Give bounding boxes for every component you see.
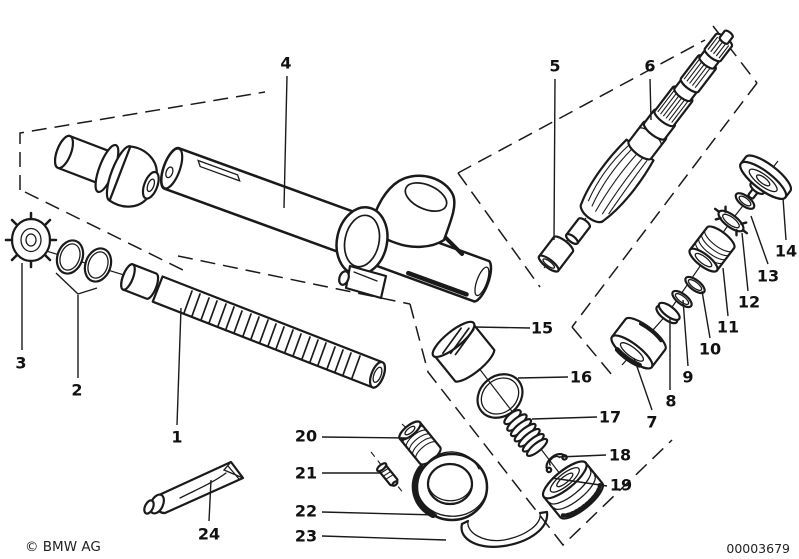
- callout-21: 21: [295, 464, 317, 483]
- o-ring-pair: [55, 239, 113, 283]
- callout-5: 5: [549, 57, 560, 76]
- callout-leader-12: [741, 232, 749, 292]
- steering-rack: [120, 263, 387, 389]
- callout-8: 8: [665, 392, 676, 411]
- callout-leader-14: [782, 197, 787, 241]
- adjusting-nut: [4, 211, 58, 269]
- callout-leader-5: [553, 78, 556, 241]
- callout-leader-7: [633, 357, 653, 411]
- callout-leader-18: [558, 454, 607, 458]
- callout-leader-23: [321, 535, 447, 541]
- callout-leader-13: [750, 215, 769, 265]
- castellated-washer: [713, 205, 749, 237]
- ball-bearing: [610, 316, 667, 370]
- washer-ring-2: [684, 275, 706, 295]
- callout-17: 17: [599, 408, 621, 427]
- callout-leader-24: [208, 479, 212, 522]
- callout-12: 12: [738, 293, 760, 312]
- callout-7: 7: [646, 413, 657, 432]
- callout-4: 4: [280, 54, 291, 73]
- callout-leader-6: [649, 78, 652, 121]
- retaining-clip: [545, 452, 568, 474]
- callout-23: 23: [295, 527, 317, 546]
- callout-leader-19: [551, 477, 608, 487]
- bearing-cup: [411, 451, 489, 522]
- callout-leader-11: [722, 267, 729, 317]
- callout-20: 20: [295, 427, 317, 446]
- callout-leader-15: [473, 326, 531, 329]
- rack-teeth: [183, 290, 361, 379]
- callout-13: 13: [757, 267, 779, 286]
- callout-3: 3: [15, 354, 26, 373]
- callout-leader-10: [701, 290, 711, 339]
- copyright-notice: © BMW AG: [25, 539, 101, 555]
- pressure-spring: [503, 409, 549, 457]
- document-number: 00003679: [726, 541, 790, 556]
- callout-15: 15: [531, 319, 553, 338]
- callout-leader-16: [517, 376, 569, 379]
- lock-washer: [655, 301, 681, 325]
- callout-22: 22: [295, 502, 317, 521]
- callout-leader-20: [321, 436, 408, 439]
- construction-lines: [19, 25, 758, 547]
- lock-ring: [734, 192, 756, 210]
- screw-cap: [541, 460, 604, 520]
- grease-tube: [143, 460, 245, 515]
- cover-cap: [739, 154, 792, 200]
- callout-leader-2: [55, 272, 98, 295]
- callout-10: 10: [699, 340, 721, 359]
- pinion-shaft: [565, 29, 734, 245]
- callout-14: 14: [775, 242, 797, 261]
- callout-leader-9: [682, 299, 689, 367]
- callout-11: 11: [717, 318, 739, 337]
- callout-leader-4: [283, 75, 288, 209]
- callout-19: 19: [610, 476, 632, 495]
- pinion-bushing: [537, 235, 575, 273]
- coupling-boot: [53, 134, 160, 208]
- callout-2: 2: [71, 381, 82, 400]
- screw-plug: [398, 420, 442, 466]
- callout-leader-1: [176, 307, 182, 426]
- mounting-tab: [344, 264, 388, 300]
- thrust-piece: [431, 320, 496, 383]
- callout-18: 18: [609, 446, 631, 465]
- snap-ring: [460, 510, 549, 548]
- pinion-tower: [369, 174, 456, 249]
- callout-16: 16: [570, 368, 592, 387]
- callout-leader-22: [321, 511, 438, 516]
- callout-leader-17: [531, 416, 598, 420]
- dowel-pin: [376, 462, 399, 487]
- threaded-plug: [688, 225, 736, 273]
- callout-6: 6: [644, 57, 655, 76]
- callout-9: 9: [682, 368, 693, 387]
- washer-ring-1: [671, 289, 693, 309]
- callout-1: 1: [171, 428, 182, 447]
- callout-24: 24: [198, 525, 220, 544]
- steering-gear-housing: [159, 146, 493, 303]
